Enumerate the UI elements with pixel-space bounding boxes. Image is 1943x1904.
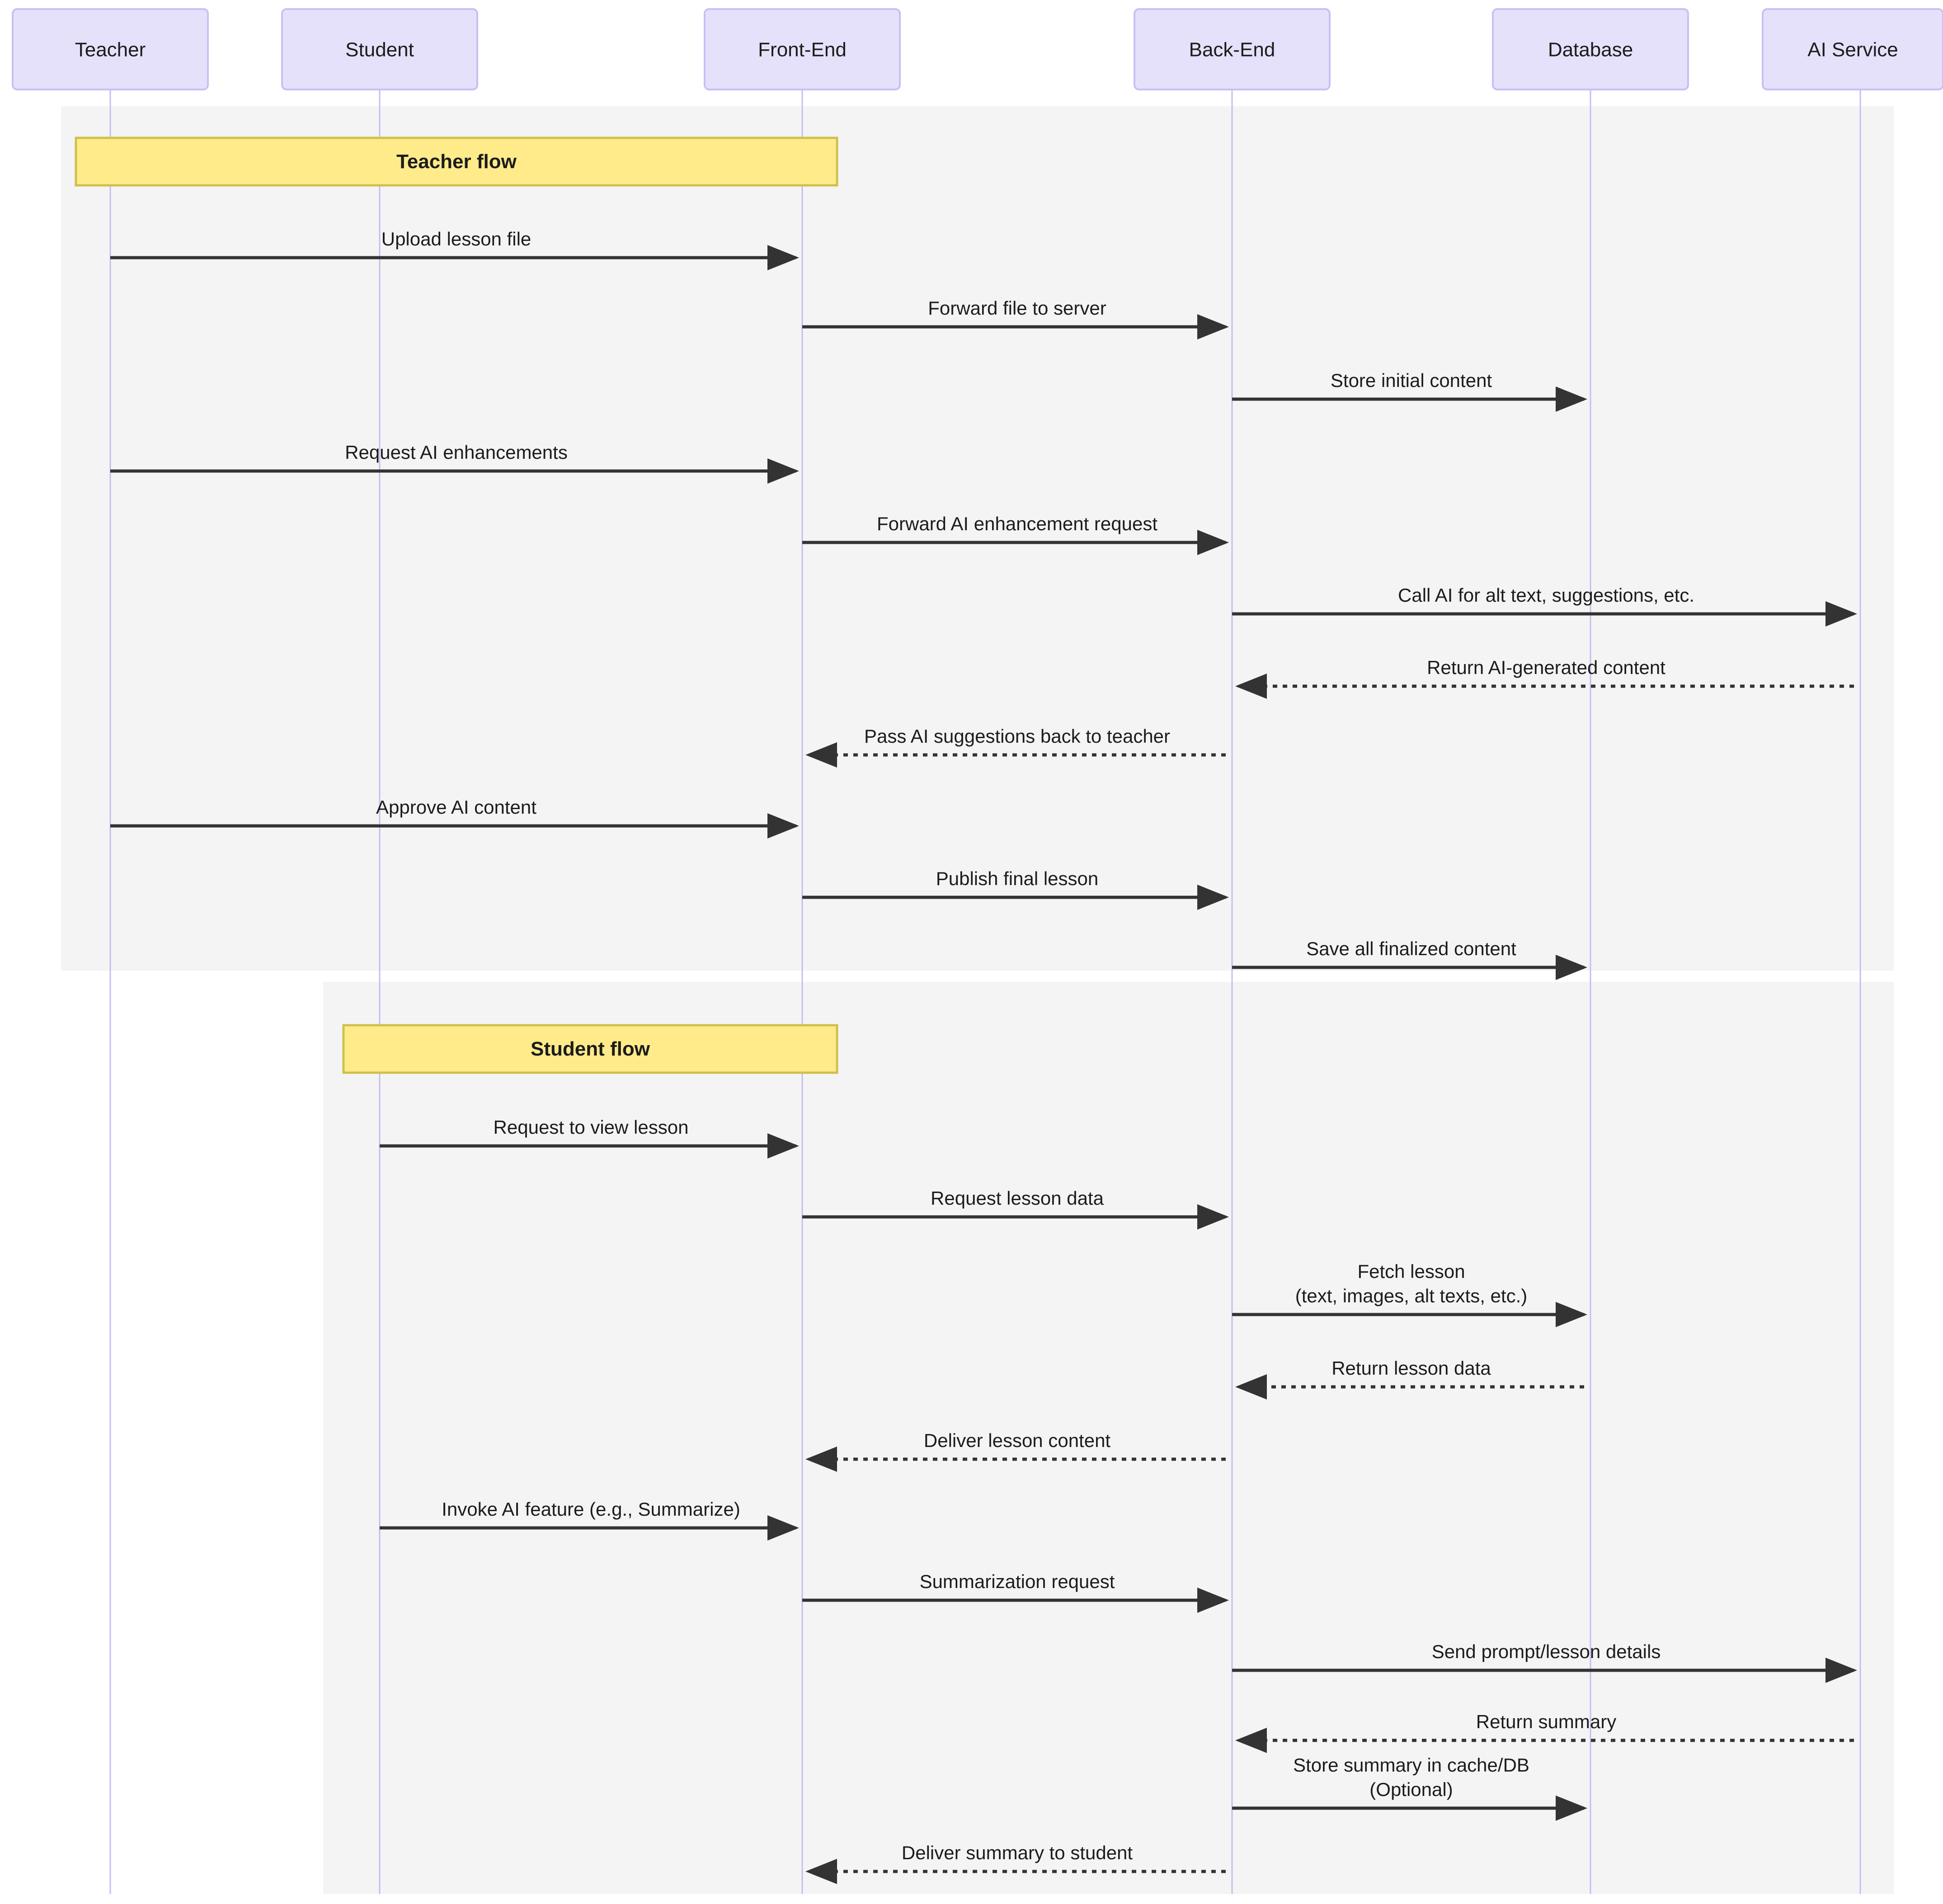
- flow-backgrounds: [61, 106, 1894, 1894]
- message-m14: Fetch lesson (text, images, alt texts, et…: [1232, 1261, 1587, 1327]
- message-m22: Deliver summary to student: [805, 1842, 1226, 1884]
- actor-label-backend: Back-End: [1189, 39, 1275, 61]
- actor-box-database: [1492, 8, 1689, 90]
- section-label-student-flow: Student flow: [531, 1038, 650, 1060]
- actor-student[interactable]: Student: [281, 8, 478, 90]
- section-teacher-flow: Teacher flow: [75, 137, 838, 187]
- actor-box-frontend: [704, 8, 901, 90]
- message-m13: Request lesson data: [802, 1188, 1229, 1230]
- message-m4: Request AI enhancements: [110, 442, 799, 484]
- message-label-m17: Invoke AI feature (e.g., Summarize): [442, 1499, 740, 1520]
- message-label-m16: Deliver lesson content: [924, 1430, 1111, 1451]
- message-label-m14: Fetch lesson: [1357, 1261, 1465, 1282]
- message-label-m11: Save all finalized content: [1306, 938, 1516, 959]
- section-box-student-flow: [342, 1024, 838, 1074]
- actor-label-frontend: Front-End: [758, 39, 847, 61]
- section-student-flow: Student flow: [342, 1024, 838, 1074]
- message-m19: Send prompt/lesson details: [1232, 1641, 1857, 1683]
- actor-label-student: Student: [345, 39, 414, 61]
- flow-background-teacher-flow: [61, 106, 1894, 971]
- message-label-m9: Approve AI content: [376, 796, 536, 818]
- section-box-teacher-flow: [75, 137, 838, 187]
- message-label-m5: Forward AI enhancement request: [877, 513, 1157, 534]
- message-label-m2: Forward file to server: [928, 297, 1106, 319]
- message-label-m20: Return summary: [1476, 1711, 1616, 1732]
- message-m15: Return lesson data: [1235, 1357, 1584, 1400]
- message-label-m22: Deliver summary to student: [902, 1842, 1133, 1863]
- actor-label-teacher: Teacher: [75, 39, 146, 61]
- message-m20: Return summary: [1235, 1711, 1854, 1753]
- message-label-m14: (text, images, alt texts, etc.): [1295, 1285, 1528, 1306]
- message-label-m8: Pass AI suggestions back to teacher: [864, 726, 1170, 747]
- message-m12: Request to view lesson: [380, 1117, 799, 1159]
- message-m10: Publish final lesson: [802, 868, 1229, 910]
- actor-database[interactable]: Database: [1492, 8, 1689, 90]
- message-m7: Return AI-generated content: [1235, 657, 1854, 699]
- actor-backend[interactable]: Back-End: [1134, 8, 1331, 90]
- actor-label-database: Database: [1548, 39, 1633, 61]
- message-m5: Forward AI enhancement request: [802, 513, 1229, 555]
- message-m16: Deliver lesson content: [805, 1430, 1226, 1472]
- actor-aiservice[interactable]: AI Service: [1762, 8, 1943, 90]
- actor-box-teacher: [12, 8, 209, 90]
- message-label-m15: Return lesson data: [1331, 1357, 1491, 1379]
- lifelines: [109, 90, 1861, 1894]
- message-label-m18: Summarization request: [920, 1571, 1115, 1592]
- message-label-m13: Request lesson data: [931, 1188, 1104, 1209]
- message-label-m10: Publish final lesson: [936, 868, 1099, 889]
- actor-box-backend: [1134, 8, 1331, 90]
- message-m17: Invoke AI feature (e.g., Summarize): [380, 1499, 799, 1541]
- message-m8: Pass AI suggestions back to teacher: [805, 726, 1226, 768]
- message-label-m1: Upload lesson file: [381, 228, 532, 250]
- message-label-m4: Request AI enhancements: [345, 442, 568, 463]
- actor-teacher[interactable]: Teacher: [12, 8, 209, 90]
- message-label-m21: (Optional): [1369, 1779, 1453, 1800]
- message-label-m21: Store summary in cache/DB: [1293, 1754, 1529, 1776]
- message-m11: Save all finalized content: [1232, 938, 1587, 980]
- actor-frontend[interactable]: Front-End: [704, 8, 901, 90]
- flow-background-student-flow: [323, 982, 1894, 1894]
- message-label-m3: Store initial content: [1331, 370, 1492, 391]
- message-m9: Approve AI content: [110, 796, 799, 839]
- actor-label-aiservice: AI Service: [1807, 39, 1898, 61]
- section-label-teacher-flow: Teacher flow: [396, 151, 517, 173]
- actor-box-aiservice: [1762, 8, 1943, 90]
- message-m21: Store summary in cache/DB (Optional): [1232, 1754, 1587, 1821]
- message-label-m19: Send prompt/lesson details: [1432, 1641, 1661, 1662]
- actor-box-student: [281, 8, 478, 90]
- actor-headers: Teacher Student Front-End Back-End Database A…: [12, 8, 1943, 90]
- message-m2: Forward file to server: [802, 297, 1229, 339]
- message-m1: Upload lesson file: [110, 228, 799, 270]
- message-label-m7: Return AI-generated content: [1427, 657, 1665, 678]
- message-label-m6: Call AI for alt text, suggestions, etc.: [1398, 584, 1694, 606]
- message-m18: Summarization request: [802, 1571, 1229, 1613]
- message-label-m12: Request to view lesson: [494, 1117, 689, 1138]
- message-m6: Call AI for alt text, suggestions, etc.: [1232, 584, 1857, 627]
- message-m3: Store initial content: [1232, 370, 1587, 412]
